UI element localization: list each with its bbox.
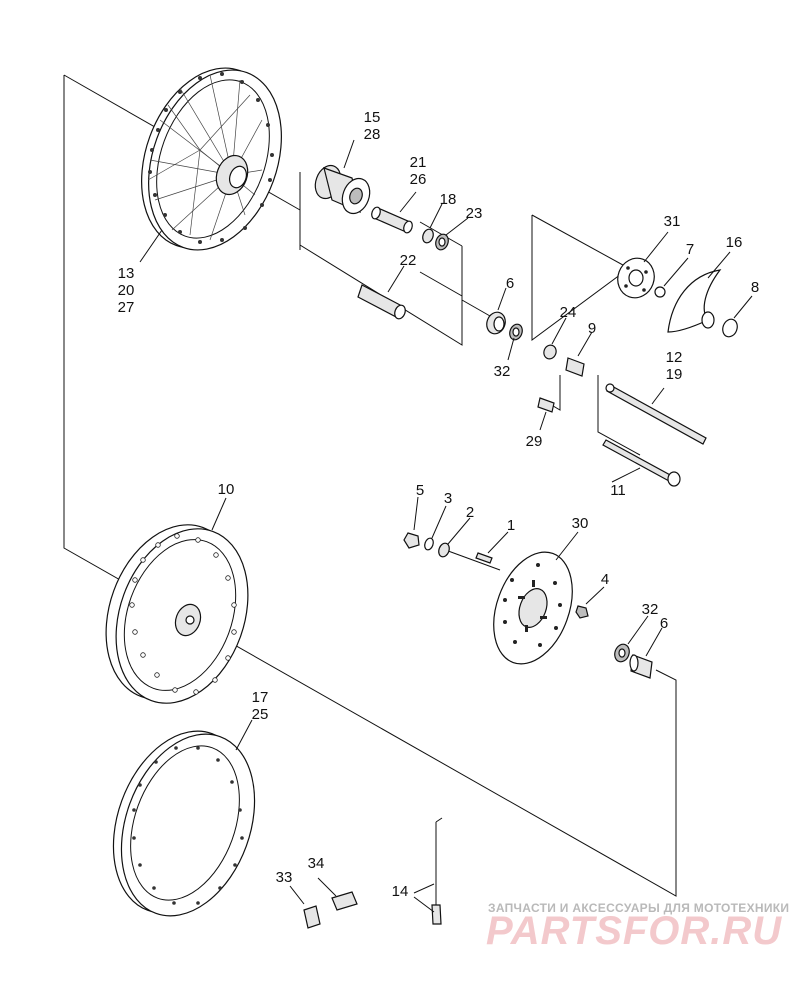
drive-plate (617, 257, 655, 299)
label-6-top: 6 (506, 275, 514, 292)
watermark-tagline: ЗАПЧАСТИ И АКСЕССУАРЫ ДЛЯ МОТОТЕХНИКИ (488, 901, 789, 915)
label-24: 24 (560, 304, 577, 321)
label-28: 28 (364, 126, 381, 143)
label-15: 15 (364, 109, 381, 126)
label-4: 4 (601, 571, 609, 588)
spacer-sleeve (371, 206, 413, 234)
label-8: 8 (751, 279, 759, 296)
label-19: 19 (666, 366, 683, 383)
label-2: 2 (466, 504, 474, 521)
label-6-bottom: 6 (660, 615, 668, 632)
spoke-rim (112, 730, 256, 917)
label-16: 16 (726, 234, 743, 251)
cast-wheel (105, 524, 249, 704)
seal-ring (422, 228, 434, 244)
leader-lines (139, 139, 753, 913)
long-spacer (357, 284, 406, 320)
brake-disc (493, 551, 573, 665)
label-9: 9 (588, 320, 596, 337)
label-26: 26 (410, 171, 427, 188)
spacer-9 (565, 357, 585, 377)
nut-4 (575, 605, 589, 619)
label-22: 22 (400, 252, 417, 269)
label-13: 13 (118, 265, 135, 282)
wheel-hub (314, 164, 371, 215)
bolt-1 (475, 552, 493, 564)
label-11: 11 (610, 482, 626, 499)
washer-3 (424, 537, 434, 551)
spoke-14 (431, 817, 443, 925)
label-5: 5 (416, 482, 424, 499)
nut-5 (403, 532, 420, 549)
spacer-24 (543, 344, 557, 360)
label-27: 27 (118, 299, 135, 316)
assembly-lines (63, 74, 677, 897)
o-ring-7 (654, 286, 666, 298)
label-23: 23 (466, 205, 483, 222)
label-3: 3 (444, 490, 452, 507)
label-7: 7 (686, 241, 694, 258)
label-17: 17 (252, 689, 269, 706)
watermark-logo: PARTSFOR.RU (486, 909, 782, 953)
snap-ring-8 (722, 318, 738, 338)
axle (605, 383, 707, 445)
spacer-29 (537, 397, 555, 413)
label-14: 14 (392, 883, 409, 900)
label-25: 25 (252, 706, 269, 723)
dust-cover (667, 269, 722, 333)
label-18: 18 (440, 191, 457, 208)
label-20: 20 (118, 282, 135, 299)
bolt-11 (602, 439, 681, 487)
nipple-33 (303, 905, 321, 929)
label-32-top: 32 (494, 363, 511, 380)
label-33: 33 (276, 869, 293, 886)
weight-34 (331, 891, 358, 911)
label-10: 10 (218, 481, 235, 498)
label-31: 31 (664, 213, 681, 230)
label-12: 12 (666, 349, 683, 366)
label-1: 1 (507, 517, 515, 534)
label-29: 29 (526, 433, 543, 450)
watermark: ЗАПЧАСТИ И АКСЕССУАРЫ ДЛЯ МОТОТЕХНИКИ PA… (486, 901, 789, 953)
label-30: 30 (572, 515, 589, 532)
spoke-wheel-assembly (141, 67, 282, 251)
label-32-bottom: 32 (642, 601, 659, 618)
washer-2 (438, 542, 450, 558)
label-21: 21 (410, 154, 427, 171)
label-34: 34 (308, 855, 325, 872)
part-labels: 15 28 21 26 18 23 13 20 27 22 31 7 16 8 … (118, 109, 760, 900)
